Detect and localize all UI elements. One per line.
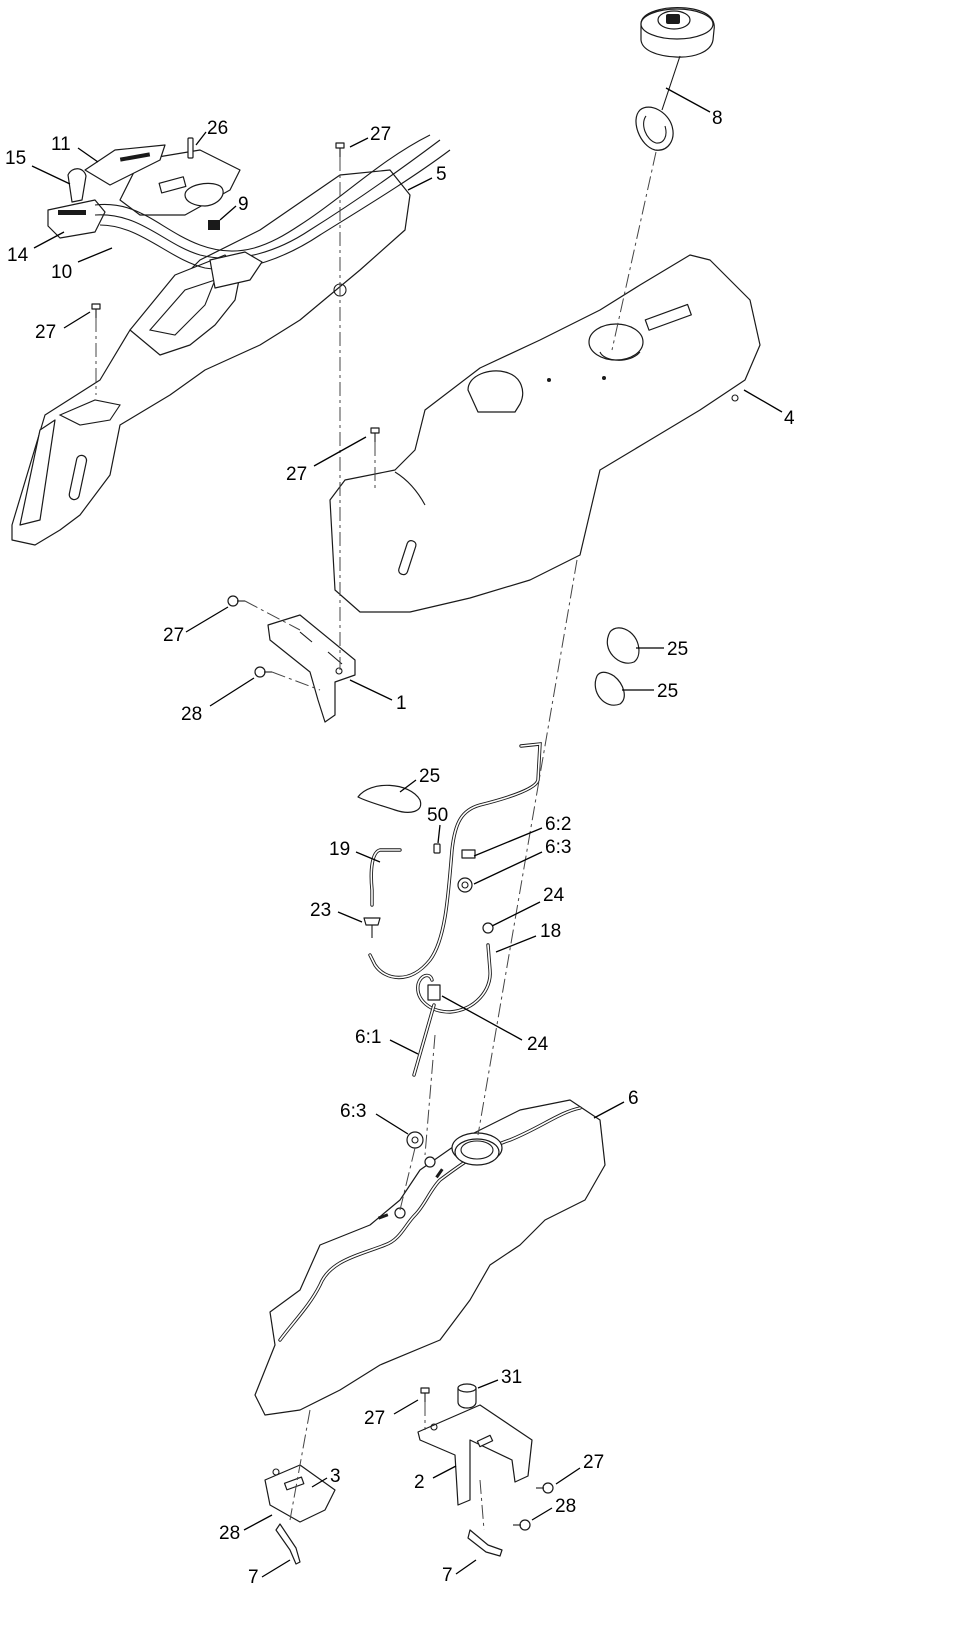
bracket-1: [267, 614, 356, 723]
callout-5: 5: [436, 164, 447, 185]
callout-25: 25: [657, 681, 678, 702]
callout-31: 31: [501, 1367, 522, 1388]
alignment-lines: [95, 151, 657, 1531]
callout-7: 7: [248, 1567, 259, 1588]
callout-26: 26: [207, 118, 228, 139]
callout-4: 4: [784, 408, 795, 429]
callout-19: 19: [329, 839, 350, 860]
callout-27: 27: [583, 1452, 604, 1473]
callout-23: 23: [310, 900, 331, 921]
callout-2: 2: [414, 1472, 425, 1493]
callout-27: 27: [364, 1408, 385, 1429]
callout-28: 28: [219, 1523, 240, 1544]
callout-24: 24: [527, 1034, 549, 1055]
fuel-tank: [254, 1099, 606, 1416]
hose-clamps: [357, 627, 640, 813]
callout-28: 28: [181, 704, 202, 725]
callout-8: 8: [712, 108, 723, 129]
callout-27: 27: [370, 124, 391, 145]
callout-50: 50: [427, 805, 448, 826]
callout-7: 7: [442, 1565, 453, 1586]
callout-labels: 8 26 27 11 15 5 9 14 10 27 4 27 27 1 28 …: [5, 108, 795, 1588]
frame-panel: [11, 169, 411, 546]
callout-25: 25: [667, 639, 688, 660]
callout-27: 27: [286, 464, 307, 485]
callout-6: 6: [628, 1088, 639, 1109]
callout-11: 11: [51, 134, 71, 155]
callout-6-3: 6:3: [545, 837, 571, 858]
callout-24: 24: [543, 885, 565, 906]
callout-28: 28: [555, 1496, 576, 1517]
bracket-2: [417, 1401, 533, 1506]
callout-18: 18: [540, 921, 561, 942]
callout-27: 27: [163, 625, 184, 646]
callout-6-2: 6:2: [545, 814, 571, 835]
callout-9: 9: [238, 194, 249, 215]
bracket-3: [264, 1464, 336, 1523]
callout-6-1: 6:1: [355, 1027, 381, 1048]
callout-leaders: [31, 87, 783, 1578]
callout-6-3: 6:3: [340, 1101, 366, 1122]
control-panel: [84, 137, 241, 216]
callout-15: 15: [5, 148, 26, 169]
callout-25: 25: [419, 766, 440, 787]
fasteners: [91, 142, 554, 1531]
callout-14: 14: [7, 245, 29, 266]
callout-27: 27: [35, 322, 56, 343]
tank-straps: [275, 1523, 503, 1565]
tank-cover: [329, 254, 761, 613]
callout-1: 1: [396, 693, 407, 714]
callout-3: 3: [330, 1466, 341, 1487]
callout-10: 10: [51, 262, 72, 283]
throttle-lever: [47, 134, 451, 289]
rubber-bumper: [457, 1383, 477, 1409]
fuel-cap: [635, 7, 715, 151]
fuel-lines: [363, 742, 542, 1149]
